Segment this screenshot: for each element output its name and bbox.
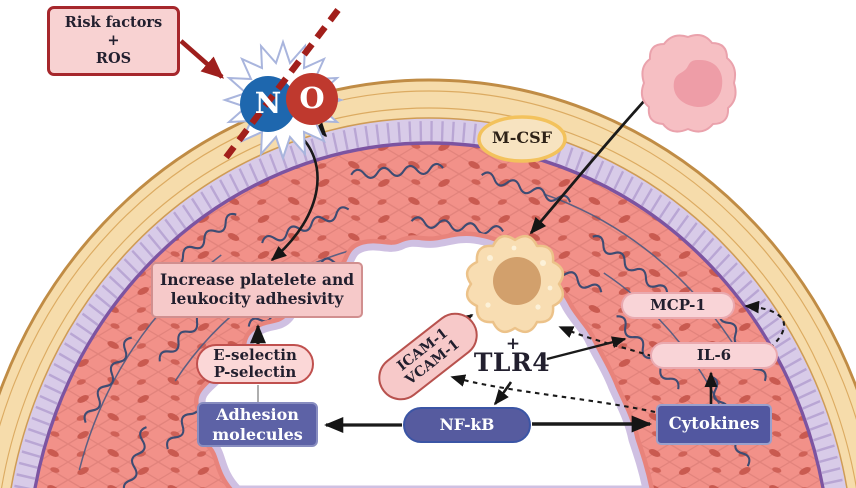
increase-line1: Increase platelete and bbox=[159, 270, 355, 290]
no-nitrogen-letter: N bbox=[254, 86, 282, 120]
arrow-tlr4-to-nfkb bbox=[493, 381, 513, 406]
risk-factors-line3: ROS bbox=[95, 49, 132, 67]
cytokines-label: Cytokines bbox=[668, 414, 760, 434]
il6-pill: IL-6 bbox=[650, 342, 778, 369]
dashed-il6-to-mcp1 bbox=[744, 300, 786, 349]
increase-adhesivity-box: Increase platelete and leukocity adhesiv… bbox=[151, 262, 363, 318]
inhibition-dashed-line bbox=[218, 8, 341, 166]
tlr4-plus-sign: + bbox=[505, 334, 521, 354]
no-oxygen-letter: O bbox=[299, 81, 325, 115]
arrows bbox=[250, 99, 786, 433]
arrow-risk-to-no bbox=[179, 39, 225, 79]
adventitia-outline bbox=[0, 78, 856, 396]
adhesion-line2: molecules bbox=[212, 424, 303, 444]
lavender-band bbox=[11, 118, 847, 488]
macrophage-cell bbox=[465, 234, 565, 334]
risk-factors-box: Risk factors + ROS bbox=[47, 6, 180, 76]
purple-lamina-line bbox=[33, 141, 825, 488]
monocyte-cell bbox=[640, 34, 737, 133]
mcsf-oval bbox=[477, 115, 567, 163]
risk-factors-line2: + bbox=[107, 32, 120, 50]
mcp1-label: MCP-1 bbox=[650, 296, 706, 315]
selectins-pill: E-selectin P-selectin bbox=[196, 344, 314, 384]
arrow-no-to-increase bbox=[270, 130, 319, 262]
arrow-monocyte-to-macrophage bbox=[529, 99, 647, 235]
il6-label: IL-6 bbox=[696, 346, 732, 365]
nfkb-pill: NF-kB bbox=[403, 407, 531, 443]
tlr4-label: TLR4 bbox=[473, 348, 551, 377]
no-molecule-starburst bbox=[179, 8, 345, 166]
oxygen-circle bbox=[286, 73, 338, 125]
risk-factors-line1: Risk factors bbox=[64, 14, 163, 32]
monocyte-nucleus bbox=[673, 60, 723, 108]
mcsf-label: M-CSF bbox=[492, 128, 552, 147]
increase-line2: leukocity adhesivity bbox=[170, 289, 344, 308]
adventitia-band bbox=[0, 80, 856, 488]
e-selectin-label: E-selectin bbox=[213, 345, 297, 364]
adhesion-molecules-box: Adhesion molecules bbox=[197, 402, 318, 447]
mcp1-pill: MCP-1 bbox=[621, 292, 735, 319]
dashed-il6-to-macrophage bbox=[558, 326, 653, 358]
adhesion-line1: Adhesion bbox=[216, 404, 299, 424]
cytokines-box: Cytokines bbox=[656, 404, 772, 445]
macrophage-speckles bbox=[485, 245, 553, 310]
macrophage-nucleus bbox=[493, 257, 541, 305]
p-selectin-label: P-selectin bbox=[213, 363, 297, 381]
nfkb-label: NF-kB bbox=[439, 414, 495, 434]
arrow-tlr4-to-wall bbox=[546, 336, 627, 361]
